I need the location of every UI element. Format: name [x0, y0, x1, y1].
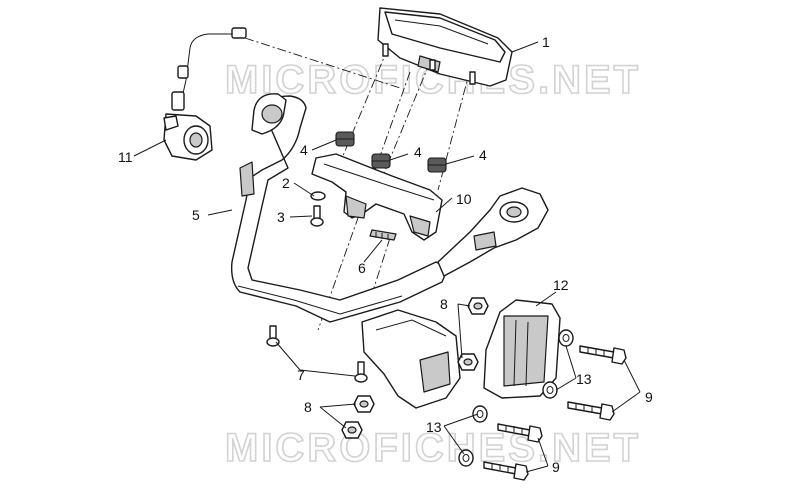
bolt-part-9a[interactable] [579, 345, 627, 365]
callout-8a: 8 [304, 399, 312, 415]
nut-part-8a[interactable] [467, 297, 489, 315]
callout-5: 5 [192, 207, 200, 223]
callout-6: 6 [358, 260, 366, 276]
washer-part-13a[interactable] [558, 329, 574, 347]
callout-4c: 4 [479, 147, 487, 163]
bolt-part-9d[interactable] [483, 461, 529, 481]
mounting-arm-plate[interactable] [437, 187, 549, 277]
clip-part-6[interactable] [369, 229, 397, 241]
callout-13a: 13 [576, 371, 592, 387]
leader-lines [133, 41, 641, 473]
callout-7: 7 [297, 367, 305, 383]
washer-part-2[interactable] [310, 191, 326, 201]
side-bracket[interactable] [483, 299, 561, 399]
rubber-damper-3[interactable] [427, 157, 447, 173]
speed-sensor-cable[interactable] [163, 27, 247, 161]
mounting-bracket[interactable] [311, 153, 443, 241]
callout-4a: 4 [300, 142, 308, 158]
rubber-damper-2[interactable] [371, 153, 391, 169]
callout-1: 1 [542, 34, 550, 50]
rubber-damper-1[interactable] [335, 131, 355, 147]
bolt-part-9b[interactable] [567, 401, 615, 421]
callout-8b: 8 [440, 296, 448, 312]
callout-13b: 13 [426, 419, 442, 435]
callout-2: 2 [282, 175, 290, 191]
bolt-part-9c[interactable] [497, 423, 543, 443]
callout-3: 3 [277, 209, 285, 225]
lower-mounting-bracket[interactable] [361, 309, 461, 409]
watermark-bottom: MICROFICHES.NET [225, 426, 641, 470]
callout-11: 11 [118, 149, 133, 165]
screw-part-3[interactable] [310, 205, 324, 227]
callout-12: 12 [553, 277, 569, 293]
callout-10: 10 [456, 191, 472, 207]
callout-4b: 4 [414, 144, 422, 160]
callout-9b: 9 [552, 459, 560, 475]
washer-part-13c[interactable] [472, 405, 488, 423]
washer-part-13d[interactable] [458, 449, 474, 467]
callout-9a: 9 [645, 389, 653, 405]
instrument-cluster[interactable] [377, 7, 513, 87]
nut-part-8d[interactable] [341, 421, 363, 439]
nut-part-8c[interactable] [353, 395, 375, 413]
screw-part-7b[interactable] [354, 361, 368, 383]
callouts: 1 2 3 4 4 4 5 6 7 8 8 9 9 10 11 12 13 13 [118, 34, 653, 475]
washer-part-13b[interactable] [542, 381, 558, 399]
nut-part-8b[interactable] [457, 353, 479, 371]
